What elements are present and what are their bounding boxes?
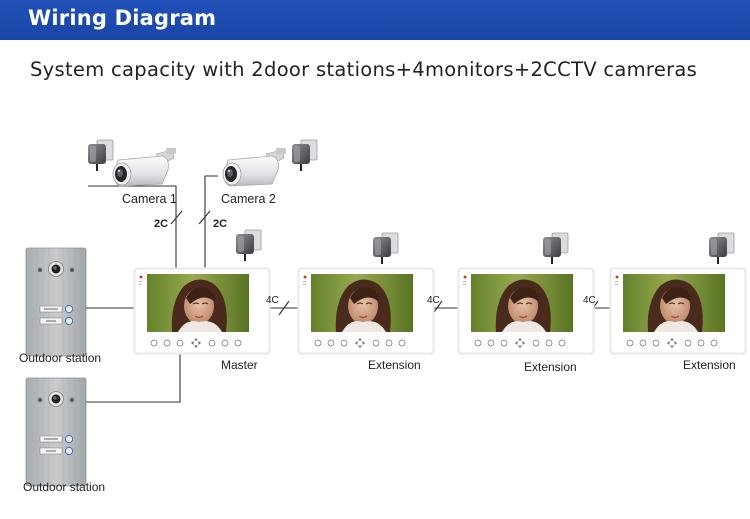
wire-label-link-2: 4C (427, 295, 440, 306)
wire-slash-cam1 (170, 210, 183, 225)
extension-monitor-3 (609, 267, 747, 355)
power-adapter-icon (708, 232, 735, 265)
outdoor-station-1-label: Outdoor station (19, 351, 101, 365)
power-adapter-icon (235, 229, 262, 262)
power-adapter-icon (291, 139, 318, 172)
extension-2-label: Extension (524, 360, 577, 374)
wire-label-link-1: 4C (266, 295, 279, 306)
extension-3-label: Extension (683, 358, 736, 372)
cctv-camera-icon (112, 147, 177, 187)
power-adapter-icon (372, 232, 399, 265)
wire-label-camera-2: 2C (213, 218, 227, 230)
camera2-wire (204, 175, 218, 270)
master-label: Master (221, 358, 258, 372)
camera-1-label: Camera 1 (122, 192, 177, 206)
outdoor-station-2 (25, 377, 87, 487)
page-title: Wiring Diagram (28, 6, 217, 30)
extension-1-label: Extension (368, 358, 421, 372)
master-monitor (133, 267, 271, 355)
extension-monitor-1 (297, 267, 435, 355)
extension-monitor-2 (457, 267, 595, 355)
power-adapter-icon (542, 232, 569, 265)
power-adapter-icon (87, 139, 114, 172)
camera-2-label: Camera 2 (221, 192, 276, 206)
camera1-wire (88, 185, 177, 270)
door-station-2-wire (86, 354, 181, 403)
wire-slash-link1 (278, 300, 290, 316)
header-bar: Wiring Diagram (0, 0, 750, 40)
outdoor-station-1 (25, 247, 87, 357)
wire-slash-cam2 (198, 210, 211, 225)
wire-label-link-3: 4C (583, 295, 596, 306)
outdoor-station-2-label: Outdoor station (23, 480, 105, 494)
cctv-camera-icon (222, 147, 287, 187)
diagram-subtitle: System capacity with 2door stations+4mon… (30, 58, 698, 81)
wire-label-camera-1: 2C (154, 218, 168, 230)
